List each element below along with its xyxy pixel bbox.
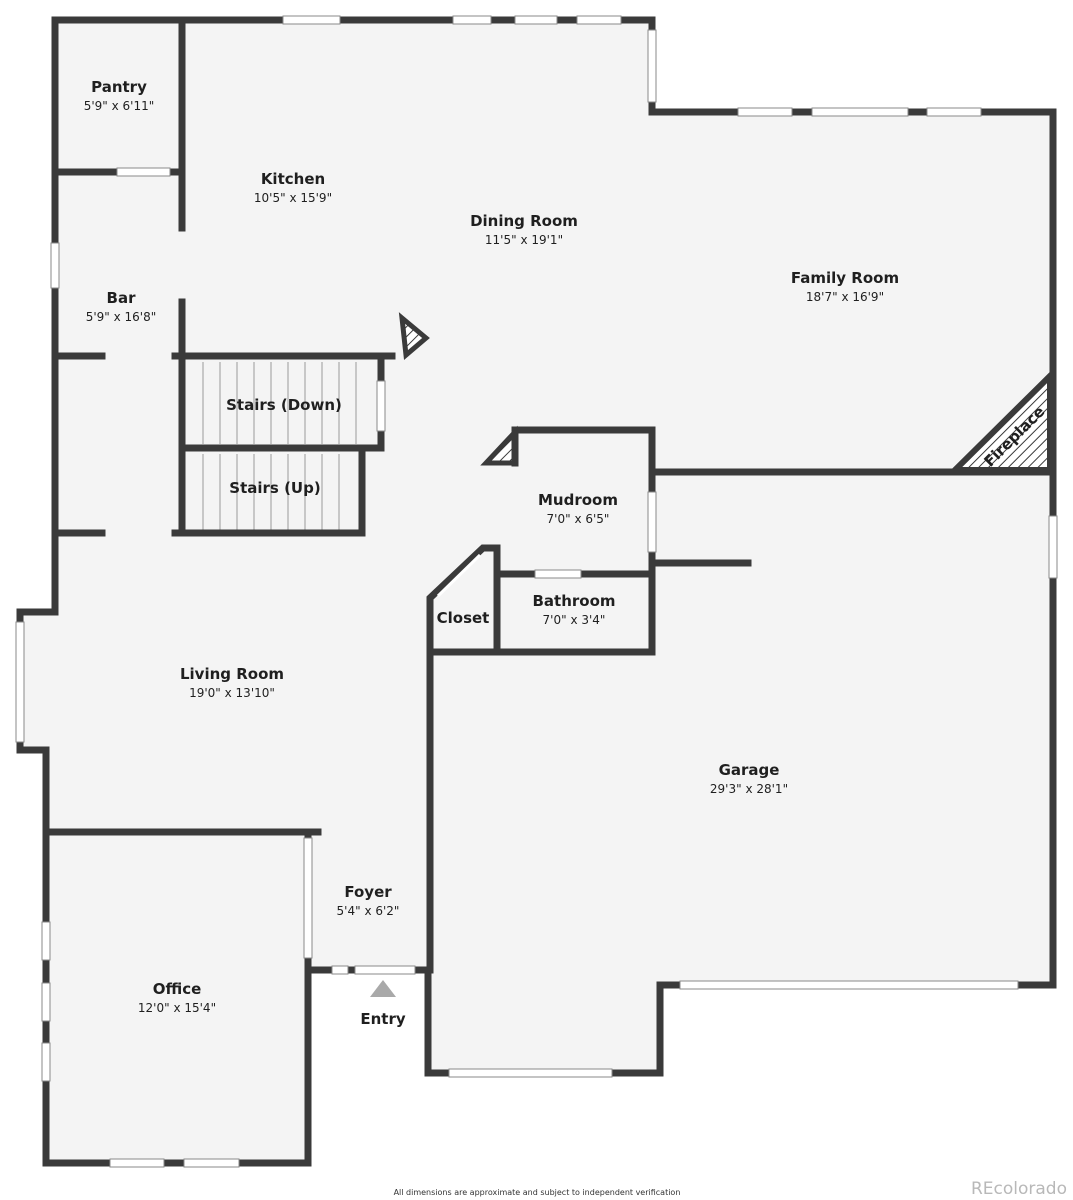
bar-name: Bar [107,289,137,307]
mudroom-dims: 7'0" x 6'5" [547,512,610,526]
entry-arrow-icon [370,980,396,997]
living-room-dims: 19'0" x 13'10" [189,686,275,700]
stairs-up-name: Stairs (Up) [229,479,320,497]
stairs-down-name: Stairs (Down) [226,396,342,414]
bar-dims: 5'9" x 16'8" [86,310,157,324]
bathroom-dims: 7'0" x 3'4" [543,613,606,627]
closet-door-line [436,553,482,598]
living-room-name: Living Room [180,665,284,683]
disclaimer-text: All dimensions are approximate and subje… [394,1188,681,1197]
garage-dims: 29'3" x 28'1" [710,782,788,796]
entry-label: Entry [360,1010,405,1028]
stairs-down-treads [202,362,357,444]
bathroom-name: Bathroom [532,592,615,610]
brand-watermark: REcolorado [971,1179,1067,1199]
pantry-name: Pantry [91,78,147,96]
closet-name: Closet [437,609,490,627]
foyer-name: Foyer [344,883,392,901]
mudroom-name: Mudroom [538,491,618,509]
office-name: Office [153,980,202,998]
stairs-up-treads [202,454,340,530]
family-room-dims: 18'7" x 16'9" [806,290,884,304]
kitchen-name: Kitchen [261,170,325,188]
kitchen-dims: 10'5" x 15'9" [254,191,332,205]
office-dims: 12'0" x 15'4" [138,1001,216,1015]
floor-area [20,20,1053,1163]
dining-room-dims: 11'5" x 19'1" [485,233,563,247]
garage-name: Garage [719,761,780,779]
foyer-dims: 5'4" x 6'2" [337,904,400,918]
dining-room-name: Dining Room [470,212,578,230]
hatch-corner-kitchen [398,312,430,360]
pantry-dims: 5'9" x 6'11" [84,99,155,113]
family-room-name: Family Room [791,269,899,287]
windows [15,15,1058,1168]
